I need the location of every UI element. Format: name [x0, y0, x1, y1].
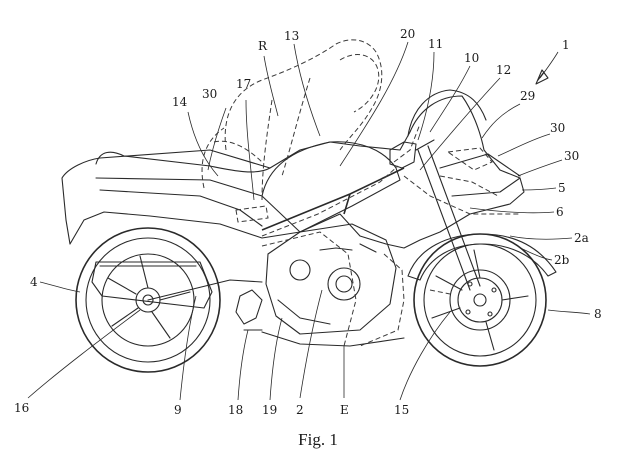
label-30-right-upper: 30: [550, 121, 565, 135]
leader-lines: [27, 41, 591, 401]
reference-arrow: [535, 69, 549, 85]
rear-fairing: [61, 95, 525, 249]
label-30-left: 30: [202, 87, 217, 101]
label-9: 9: [174, 403, 182, 417]
front-fork: [417, 145, 481, 291]
label-14: 14: [172, 95, 188, 109]
engine: [261, 223, 405, 347]
exhaust-muffler: [91, 261, 213, 309]
main-frame: [261, 167, 405, 231]
label-1: 1: [562, 38, 570, 52]
front-cowl: [439, 153, 521, 197]
label-2b: 2b: [554, 253, 570, 267]
label-2a: 2a: [574, 231, 589, 245]
seat: [95, 151, 271, 173]
label-12: 12: [496, 63, 511, 77]
swingarm: [147, 279, 263, 301]
label-19: 19: [262, 403, 277, 417]
label-6: 6: [556, 205, 564, 219]
dashed-wiring: [213, 77, 520, 347]
label-R: R: [258, 39, 268, 53]
footrest: [235, 289, 263, 331]
label-20: 20: [400, 27, 415, 41]
label-E: E: [340, 403, 349, 417]
label-18: 18: [228, 403, 243, 417]
label-15: 15: [394, 403, 409, 417]
windshield: [407, 89, 487, 137]
label-13: 13: [284, 29, 299, 43]
figure-caption: Fig. 1: [298, 430, 338, 449]
front-fender: [407, 233, 557, 281]
label-10: 10: [464, 51, 479, 65]
handlebar: [389, 139, 435, 169]
label-29: 29: [520, 89, 535, 103]
label-11: 11: [428, 37, 443, 51]
label-16: 16: [14, 401, 29, 415]
fuel-tank: [261, 141, 401, 233]
label-30-right-lower: 30: [564, 149, 579, 163]
label-4: 4: [30, 275, 38, 289]
rider-outline: [201, 39, 383, 189]
label-2: 2: [296, 403, 304, 417]
label-8: 8: [594, 307, 602, 321]
label-17: 17: [236, 77, 251, 91]
label-5: 5: [558, 181, 566, 195]
rear-wheel: [75, 227, 221, 373]
front-wheel: [413, 233, 547, 367]
